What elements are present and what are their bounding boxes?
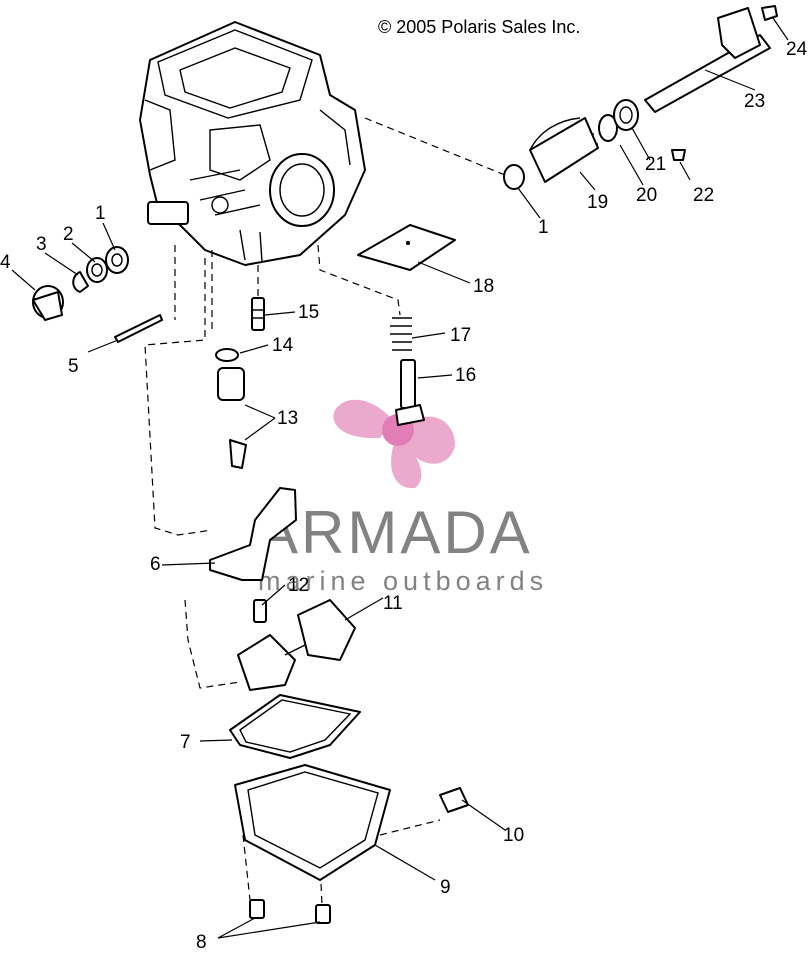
part-12-screw xyxy=(253,599,267,623)
callout-4: 4 xyxy=(0,252,11,273)
part-2-seal xyxy=(86,257,108,283)
part-18-diaphragm xyxy=(357,224,456,271)
callout-13: 13 xyxy=(277,408,298,429)
callout-23: 23 xyxy=(744,91,765,112)
callout-6: 6 xyxy=(150,554,161,575)
part-8-screws xyxy=(249,899,331,924)
callout-10: 10 xyxy=(503,825,524,846)
part-13-valve xyxy=(217,367,247,469)
callout-5: 5 xyxy=(68,356,79,377)
callout-15: 15 xyxy=(298,302,319,323)
part-14-o-ring xyxy=(215,348,239,362)
callout-2: 2 xyxy=(63,224,74,245)
callout-24: 24 xyxy=(786,39,808,60)
part-10-drain-screw xyxy=(439,787,469,813)
callout-20: 20 xyxy=(636,185,657,206)
part-3-clip xyxy=(72,271,89,293)
callout-14: 14 xyxy=(272,335,294,356)
part-1-gasket-right xyxy=(503,164,525,190)
callout-7: 7 xyxy=(180,732,191,753)
callout-9: 9 xyxy=(440,877,451,898)
callout-16: 16 xyxy=(455,365,476,386)
callout-8: 8 xyxy=(196,932,207,951)
copyright-text: © 2005 Polaris Sales Inc. xyxy=(378,17,580,37)
part-7-gasket xyxy=(229,694,361,759)
callout-19: 19 xyxy=(587,192,608,213)
callout-12: 12 xyxy=(288,575,309,596)
part-9-float-bowl xyxy=(234,764,391,881)
part-1-washer xyxy=(105,246,129,274)
part-22-screw xyxy=(671,149,686,161)
callout-1-left: 1 xyxy=(95,203,106,224)
callout-21: 21 xyxy=(645,154,666,175)
propeller-logo-icon xyxy=(333,399,455,489)
part-5-needle xyxy=(114,314,163,343)
part-6-bracket xyxy=(209,487,297,581)
part-19-spring xyxy=(529,117,599,183)
part-11-float xyxy=(237,599,356,691)
part-15-jet xyxy=(251,297,265,331)
callout-3: 3 xyxy=(36,234,47,255)
part-16-screw xyxy=(395,359,425,426)
part-20-o-ring xyxy=(598,114,618,142)
watermark-subtitle: marine outboards xyxy=(258,566,548,596)
watermark-title: ARMADA xyxy=(258,499,533,566)
callout-17: 17 xyxy=(450,325,471,346)
assembly-guide-lines xyxy=(144,117,506,906)
part-24-throttle-cam xyxy=(717,5,778,59)
callout-22: 22 xyxy=(693,185,714,206)
callout-18: 18 xyxy=(473,276,494,297)
callout-1-right: 1 xyxy=(538,217,549,238)
part-4-cap xyxy=(32,285,64,321)
callout-labels: 1 2 3 4 5 6 7 8 9 10 11 12 13 14 15 16 1… xyxy=(0,39,808,953)
carburetor-body xyxy=(139,21,366,266)
callout-leaders xyxy=(11,17,789,939)
callout-11: 11 xyxy=(383,593,403,614)
part-17-spring xyxy=(390,317,412,351)
part-21-bearing xyxy=(613,99,639,131)
